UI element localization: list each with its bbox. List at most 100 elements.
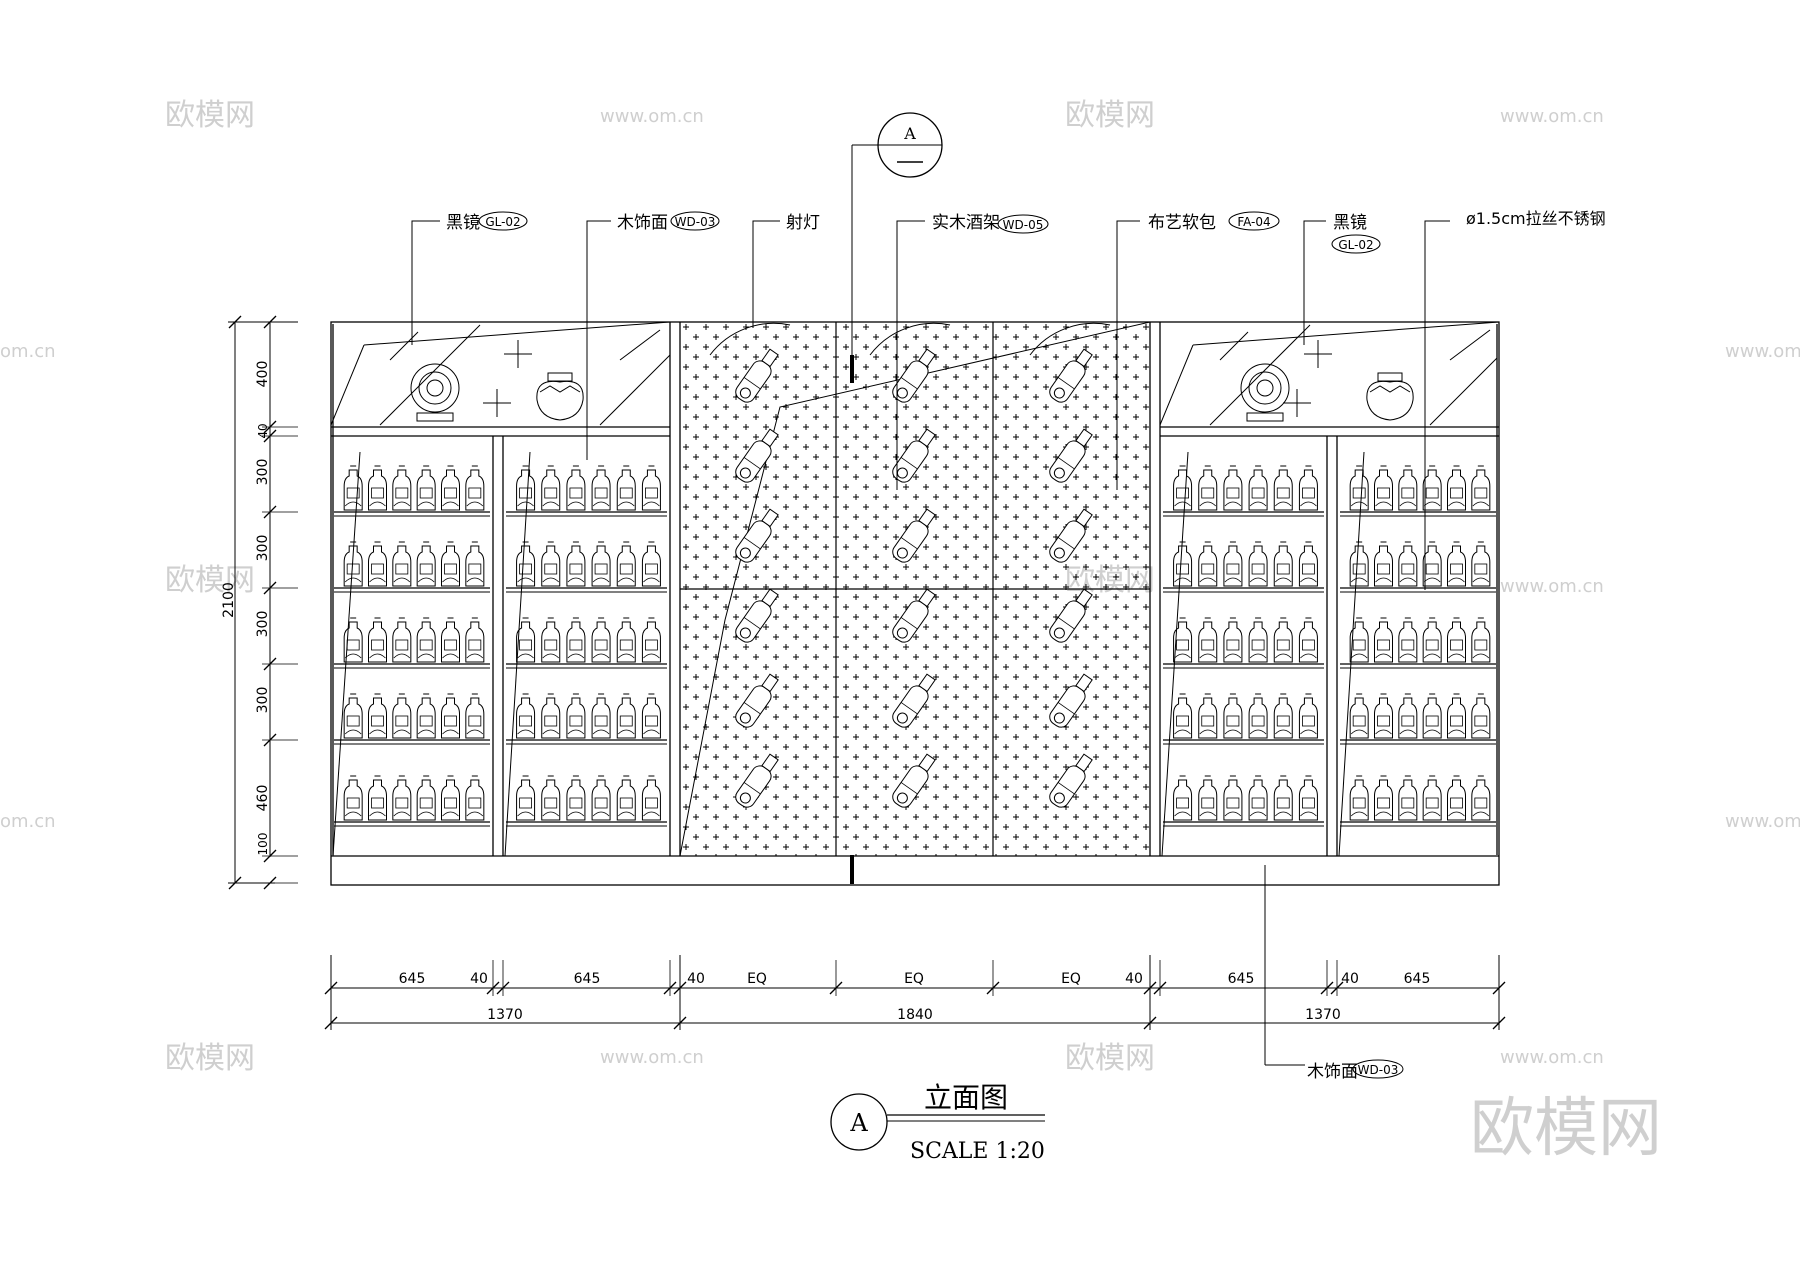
- bottle-body: [1298, 621, 1318, 663]
- bottle: [1422, 693, 1442, 739]
- bottle-label: [1352, 715, 1366, 727]
- bottle: [368, 541, 387, 587]
- rack-bottle-band: [900, 377, 918, 390]
- bottle-label: [346, 563, 360, 575]
- bottle-label: [519, 715, 532, 727]
- rack-bottle: [892, 588, 936, 643]
- bottle-body: [1173, 545, 1193, 587]
- bottle-cradle: [1423, 577, 1441, 583]
- bottle-cradle: [592, 577, 610, 583]
- bottle: [591, 617, 611, 663]
- bottle-cradle: [393, 811, 411, 817]
- bottle-cradle: [643, 577, 660, 583]
- dim-v-1: 40: [256, 423, 270, 438]
- rack-bottle-neck: [1075, 428, 1093, 448]
- bottle: [1422, 617, 1442, 663]
- bottle-label: [1176, 563, 1189, 575]
- rack-bottle-neck: [761, 588, 779, 608]
- bottle: [541, 693, 561, 739]
- bottle-label: [619, 563, 633, 575]
- rack-bottle-base: [896, 712, 908, 724]
- bottle-cradle: [1199, 729, 1217, 735]
- bottle-label: [1251, 715, 1265, 727]
- bottle-label: [1377, 715, 1390, 727]
- bottle-label: [1425, 563, 1439, 575]
- label-wood-veneer: 木饰面: [617, 213, 668, 233]
- bottle-body: [1398, 621, 1418, 663]
- bottle: [1374, 541, 1393, 587]
- bottle-cradle: [1300, 577, 1317, 583]
- watermark-url: om.cn: [0, 811, 56, 832]
- bottle: [1223, 617, 1243, 663]
- rack-bottle-base: [896, 467, 908, 479]
- reflection-line: [1338, 451, 1365, 857]
- bottle-cradle: [1375, 653, 1392, 659]
- rack-bottle: [892, 508, 936, 563]
- bottle: [516, 465, 536, 511]
- bottle-label: [1425, 639, 1439, 651]
- bottle: [616, 775, 636, 821]
- bottle-label: [468, 639, 482, 651]
- bottle-label: [468, 715, 482, 727]
- reflection-line: [332, 451, 361, 857]
- bottle-body: [1349, 779, 1369, 821]
- bottle: [343, 541, 363, 587]
- bottle-cradle: [393, 501, 411, 507]
- bottle-cradle: [1472, 577, 1490, 583]
- dim-h2-2: 1370: [1305, 1007, 1341, 1023]
- bottle-label: [1474, 797, 1488, 809]
- bottle: [1471, 617, 1491, 663]
- bottle-label: [1201, 639, 1215, 651]
- bottle-body: [368, 779, 387, 821]
- bottle: [616, 541, 636, 587]
- bottle-cradle: [417, 729, 435, 735]
- bottle-label: [1201, 715, 1215, 727]
- bottle: [566, 617, 586, 663]
- label-black-mirror-right: 黑镜: [1333, 213, 1367, 233]
- bottle: [1223, 465, 1243, 511]
- rack-bottle-band: [1057, 537, 1075, 550]
- bottle-label: [1176, 797, 1189, 809]
- bottle-body: [1374, 621, 1393, 663]
- bottle-cradle: [592, 729, 610, 735]
- bottle-cradle: [567, 653, 585, 659]
- dim-v-5: 300: [255, 687, 271, 714]
- bottle: [641, 465, 661, 511]
- bottle-body: [1398, 545, 1418, 587]
- code-wine-rack: WD-05: [1003, 218, 1044, 232]
- bottle-body: [392, 697, 412, 739]
- bottle-cradle: [517, 577, 534, 583]
- rack-bottle: [892, 348, 936, 403]
- rack-bottle-base: [1053, 792, 1065, 804]
- bottle: [1349, 617, 1369, 663]
- bottle: [1422, 541, 1442, 587]
- bottle-cradle: [1448, 811, 1465, 817]
- title-scale: SCALE 1:20: [910, 1139, 1045, 1164]
- rack-bottle: [735, 588, 779, 643]
- bottle-body: [1422, 545, 1442, 587]
- bottle-label: [468, 487, 482, 499]
- bottle-body: [1398, 697, 1418, 739]
- title-name: 立面图: [924, 1081, 1008, 1114]
- bottle-body: [1223, 469, 1243, 511]
- bottle-body: [516, 469, 536, 511]
- bottle-label: [1226, 715, 1240, 727]
- bottle: [392, 617, 412, 663]
- dim-h2-0: 1370: [487, 1007, 523, 1023]
- bottle: [1374, 617, 1393, 663]
- bottle-label: [1352, 563, 1366, 575]
- bottle: [541, 541, 561, 587]
- bottle-label: [395, 563, 409, 575]
- bottle-body: [368, 697, 387, 739]
- bottle-body: [1223, 779, 1243, 821]
- rack-bottle-neck: [761, 753, 779, 773]
- bottle-cradle: [1224, 653, 1242, 659]
- dim-h-5: EQ: [904, 971, 924, 987]
- bottle-body: [416, 621, 436, 663]
- bottle: [616, 693, 636, 739]
- bottle: [1248, 465, 1268, 511]
- watermark-url: www.om.cn: [1500, 576, 1604, 597]
- bottle-label: [1401, 563, 1415, 575]
- bottle: [1349, 693, 1369, 739]
- bottle: [566, 693, 586, 739]
